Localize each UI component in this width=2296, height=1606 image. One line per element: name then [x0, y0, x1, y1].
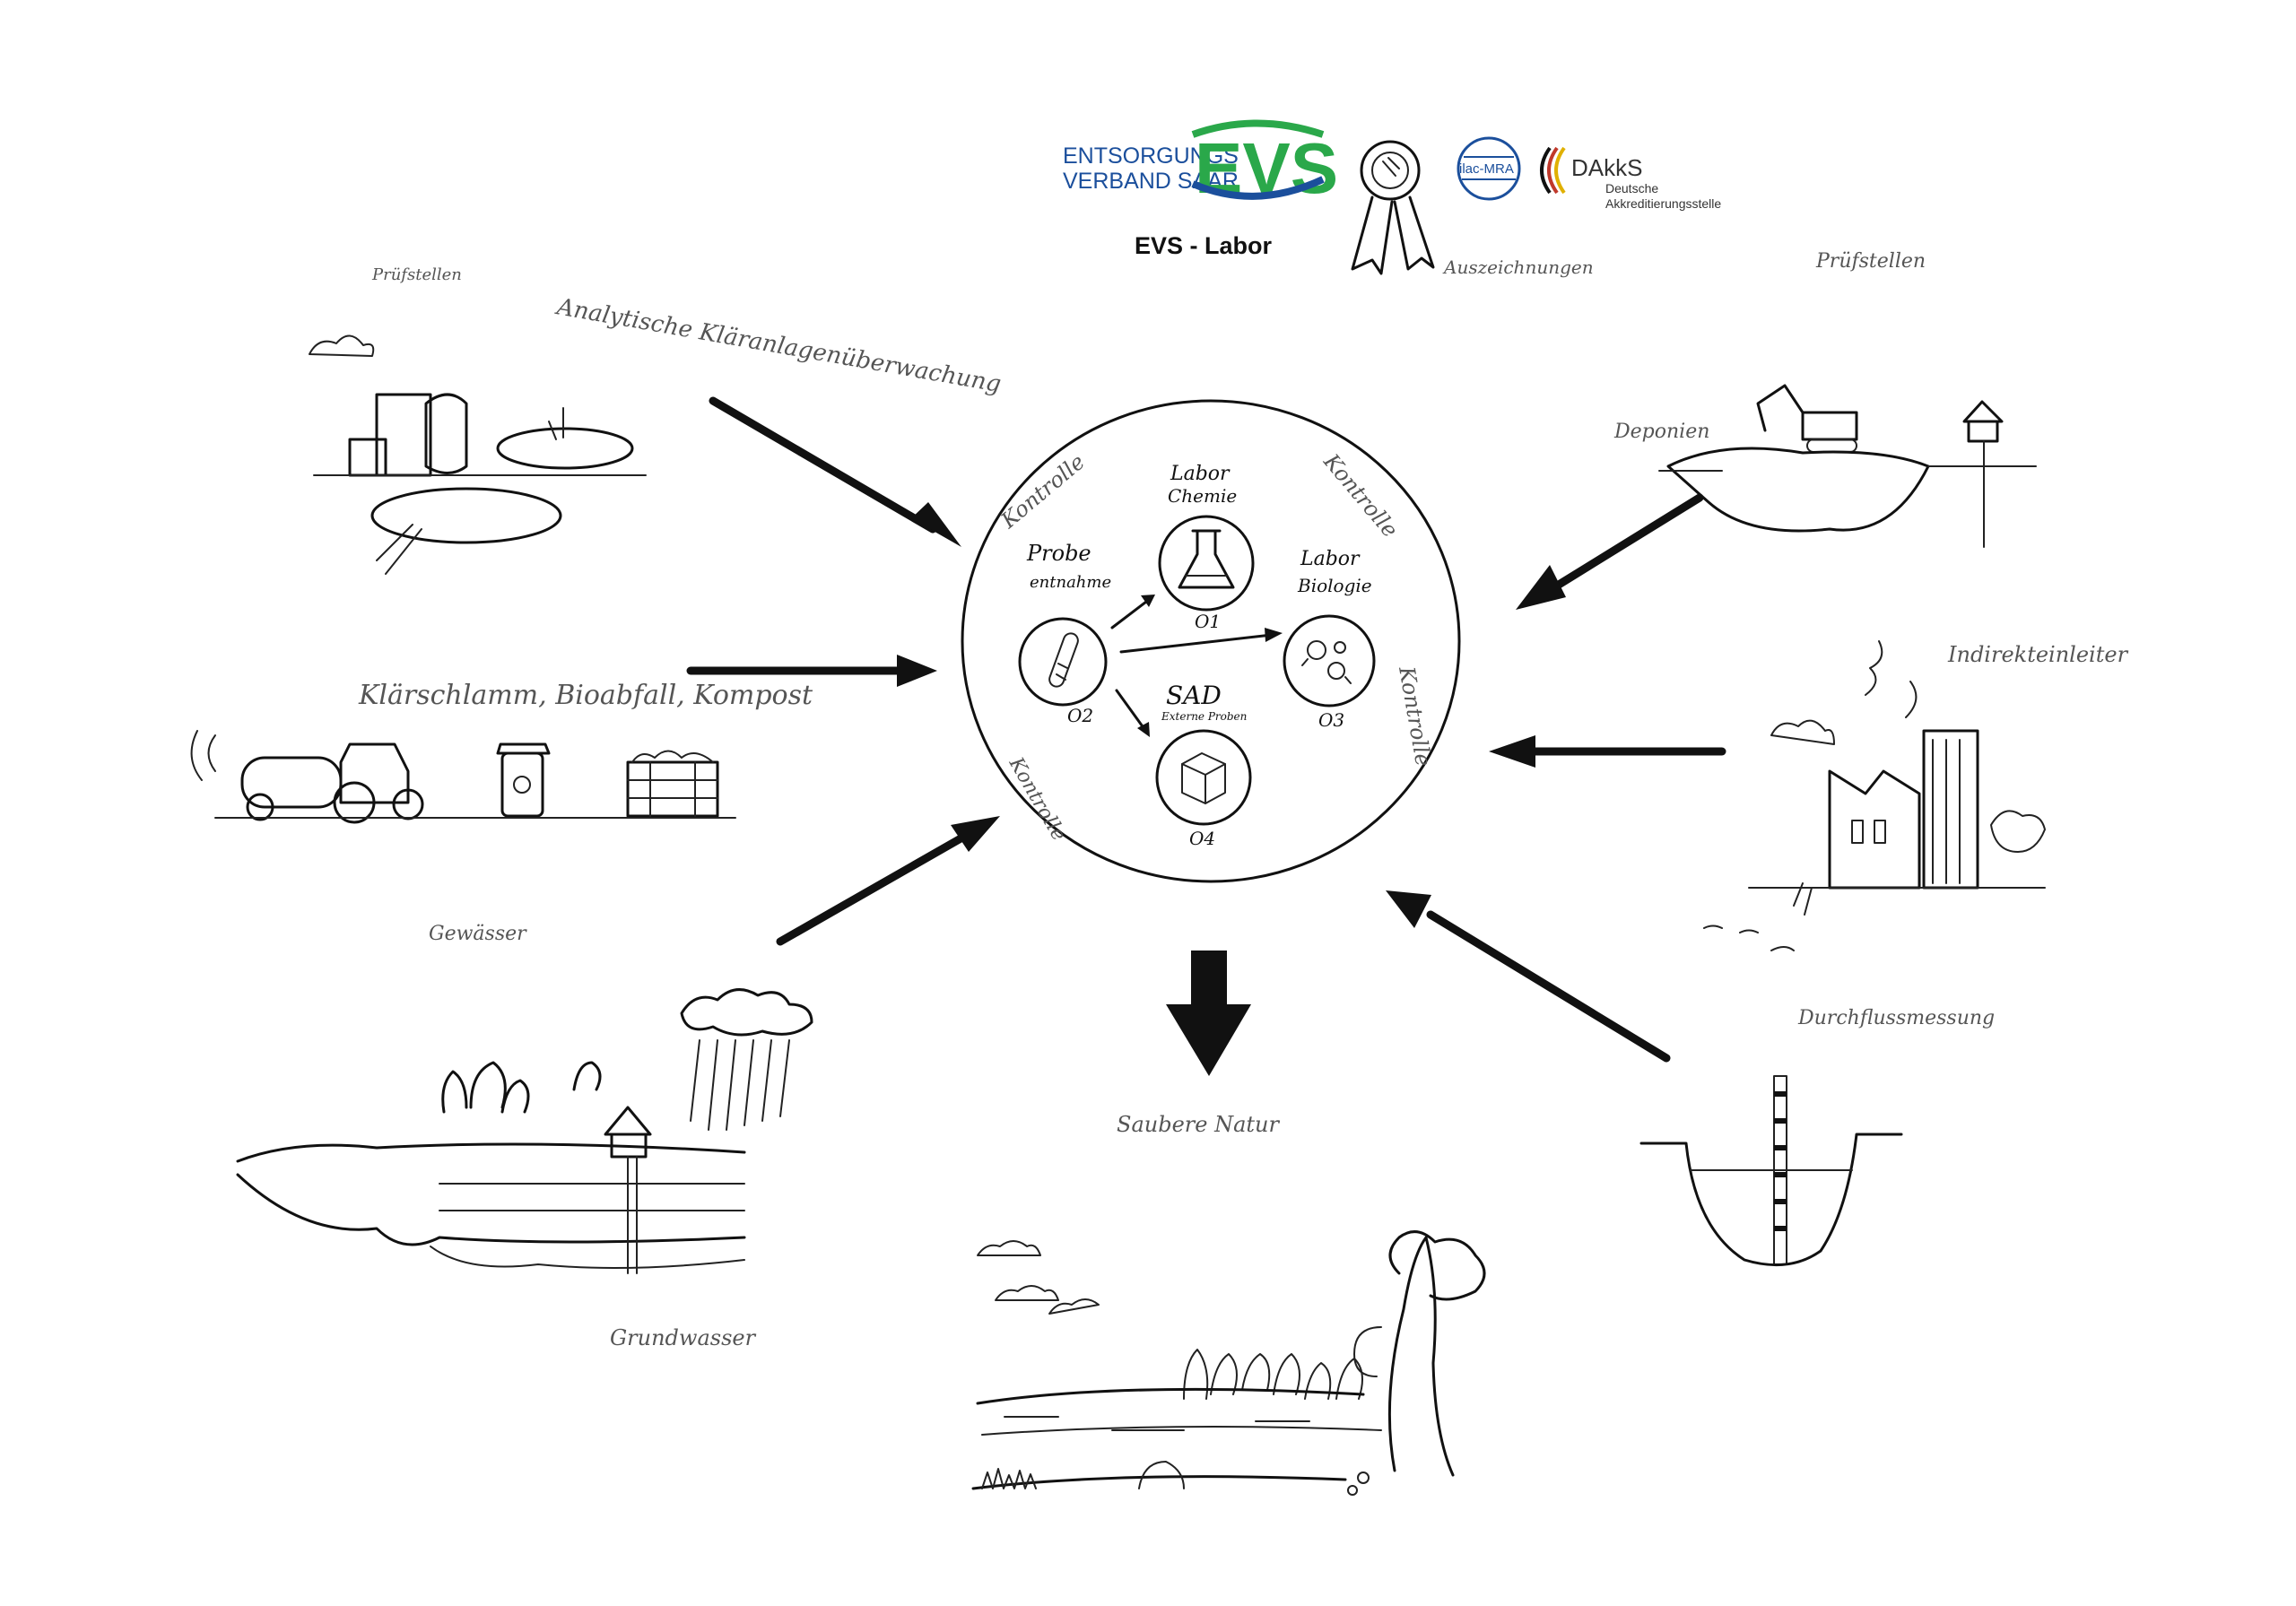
control-label-3: Kontrolle [1394, 664, 1436, 768]
internal-arrows [1110, 595, 1283, 737]
label-indirekt: Indirekteinleiter [1947, 642, 2129, 667]
arrow-low-left [776, 816, 1000, 946]
label-output: Saubere Natur [1117, 1112, 1280, 1137]
evs-logo-line1: ENTSORGUNGS [1063, 143, 1239, 169]
bio-code: O3 [1318, 709, 1344, 731]
source-water-body: Gewässer Grundwasser [236, 923, 813, 1350]
bio-bin-icon [496, 742, 551, 818]
arrow-low-right [1386, 890, 1671, 1063]
sad-code: O4 [1189, 828, 1215, 849]
house-icon [604, 1106, 652, 1136]
chem-label-line1: Labor [1170, 463, 1231, 485]
ilac-logo: ilac-MRA [1457, 136, 1521, 201]
tree-icon [1353, 1230, 1486, 1477]
excavator-icon [1756, 384, 1858, 453]
label-gewaesser: Gewässer [429, 923, 527, 945]
source-landfill: Prüfstellen Deponien [1613, 250, 2037, 548]
sampling-label-line1: Probe [1026, 541, 1091, 566]
chem-lab-node: Labor Chemie O1 [1158, 463, 1255, 632]
source-flow-measurement: Durchflussmessung [1639, 1007, 1995, 1267]
label-grundwasser: Grundwasser [610, 1325, 757, 1350]
cloud-icon [309, 334, 375, 357]
cloud-icon-output-2 [995, 1285, 1059, 1301]
central-lab-circle: Kontrolle Kontrolle Kontrolle Kontrolle … [961, 399, 1461, 883]
arrow-top-left [709, 396, 961, 547]
output-clean-nature: Saubere Natur [971, 1112, 1486, 1496]
control-label-1: Kontrolle [996, 449, 1090, 534]
microorganism-icon [1301, 640, 1352, 684]
chem-label-line2: Chemie [1168, 485, 1237, 507]
label-deponien: Deponien [1613, 421, 1709, 443]
bio-lab-node: Labor Biologie O3 [1283, 548, 1376, 731]
header-logos: ENTSORGUNGS VERBAND SAAR EVS EVS - Labor… [1063, 119, 1721, 278]
bio-label-line1: Labor [1300, 548, 1361, 570]
dakks-name: DAkkS [1571, 154, 1642, 181]
source-wastewater-plant: Prüfstellen Analytische Kläranlagenüberw… [309, 265, 1004, 575]
sad-node: SAD Externe Proben O4 [1155, 681, 1252, 849]
dakks-logo: DAkkS Deutsche Akkreditierungsstelle [1540, 146, 1721, 211]
arrow-mid-left [686, 655, 937, 687]
cube-icon [1181, 752, 1226, 804]
control-label-2: Kontrolle [1318, 448, 1403, 543]
evs-logo-wave-blue [1191, 176, 1325, 200]
dakks-sub-line1: Deutsche [1605, 181, 1658, 195]
control-label-4: Kontrolle [1004, 753, 1070, 846]
label-durchfluss: Durchflussmessung [1797, 1007, 1995, 1029]
incoming-arrows [686, 396, 1726, 1076]
label-top-right: Prüfstellen [1815, 250, 1926, 273]
chem-code: O1 [1195, 611, 1221, 632]
label-top-left: Analytische Kläranlagenüberwachung [553, 293, 1004, 398]
house-icon-right [1962, 400, 2004, 423]
arrow-down-output [1166, 951, 1251, 1076]
bio-label-line2: Biologie [1297, 575, 1372, 596]
award-rosette-icon: Auszeichnungen [1351, 140, 1594, 278]
flask-icon [1178, 529, 1235, 589]
arrow-mid-right [1489, 735, 1726, 768]
sad-label-line1: SAD [1166, 681, 1222, 710]
ilac-text: ilac-MRA [1459, 161, 1514, 177]
award-label: Auszeichnungen [1442, 256, 1594, 278]
cloud-icon-output-3 [1048, 1298, 1100, 1315]
arrow-top-right [1516, 493, 1704, 610]
evs-logo-wave-green [1191, 119, 1325, 138]
label-mid-left: Klärschlamm, Bioabfall, Kompost [358, 680, 813, 711]
source-indirect-discharger: Indirekteinleiter [1703, 640, 2129, 951]
cloud-icon-right [1770, 719, 1835, 745]
cloud-icon-output-1 [977, 1240, 1041, 1256]
dakks-sub-line2: Akkreditierungsstelle [1605, 196, 1721, 211]
tractor-icon [190, 730, 424, 824]
sampling-label-line2: entnahme [1030, 573, 1111, 592]
test-tube-icon [1048, 632, 1079, 688]
source-sludge-compost: Klärschlamm, Bioabfall, Kompost [190, 680, 813, 824]
evs-logo: ENTSORGUNGS VERBAND SAAR EVS EVS - Labor [1063, 119, 1338, 259]
evs-labor-title: EVS - Labor [1135, 232, 1273, 259]
compost-crate-icon [626, 750, 719, 818]
rain-cloud-icon [680, 988, 813, 1037]
sampling-node: Probe entnahme O2 [1018, 541, 1111, 726]
sad-label-line2: Externe Proben [1161, 710, 1247, 723]
sampling-code: O2 [1067, 705, 1093, 726]
label-top-left-small: Prüfstellen [371, 265, 462, 284]
